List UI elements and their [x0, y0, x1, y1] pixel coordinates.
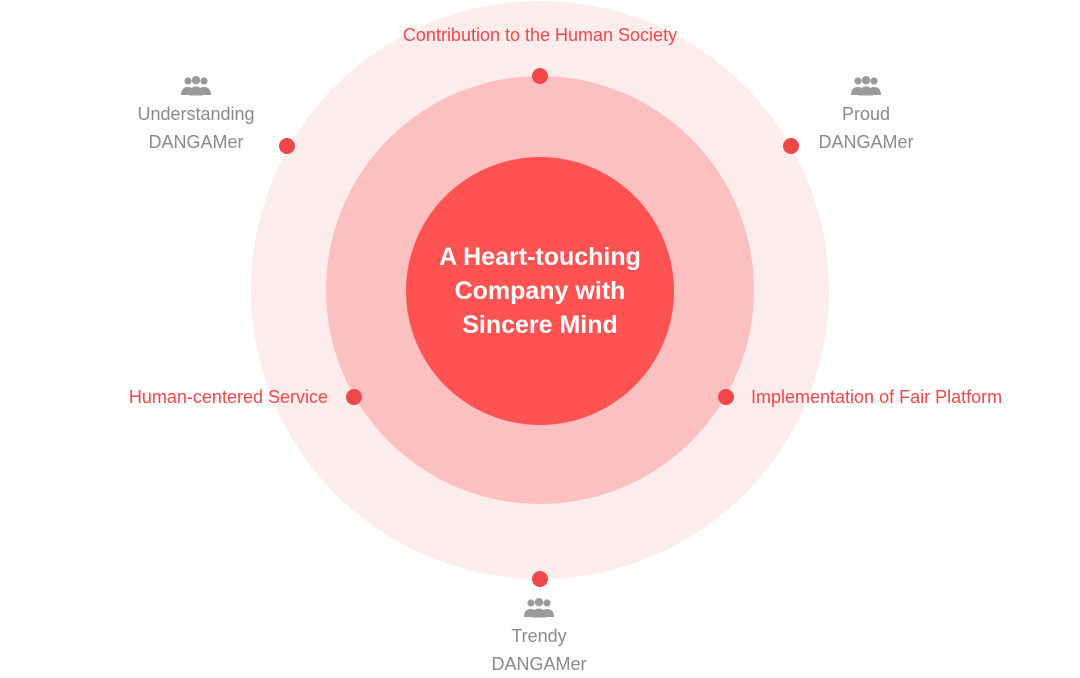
core-circle: A Heart-touching Company with Sincere Mi…	[406, 157, 674, 425]
value-label-right: Implementation of Fair Platform	[751, 387, 1003, 407]
value-dot-left	[346, 389, 362, 405]
people-group-icon	[851, 76, 881, 96]
value-dot-right	[718, 389, 734, 405]
value-label-top: Contribution to the Human Society	[402, 25, 678, 45]
persona-label-trendy: Trendy DANGAMer	[491, 626, 587, 674]
persona-label-proud: Proud DANGAMer	[818, 104, 914, 152]
persona-understanding: Understanding DANGAMer	[96, 76, 296, 156]
persona-proud: Proud DANGAMer	[766, 76, 966, 156]
persona-trendy: Trendy DANGAMer	[439, 598, 639, 678]
value-label-left: Human-centered Service	[128, 387, 328, 407]
persona-dot-bottom	[532, 571, 548, 587]
value-dot-top	[532, 68, 548, 84]
core-title: A Heart-touching Company with Sincere Mi…	[439, 243, 641, 339]
people-group-icon	[181, 76, 211, 96]
persona-dot-upper-left	[279, 138, 295, 154]
persona-dot-upper-right	[783, 138, 799, 154]
persona-label-understanding: Understanding DANGAMer	[137, 104, 255, 152]
people-group-icon	[524, 598, 554, 618]
